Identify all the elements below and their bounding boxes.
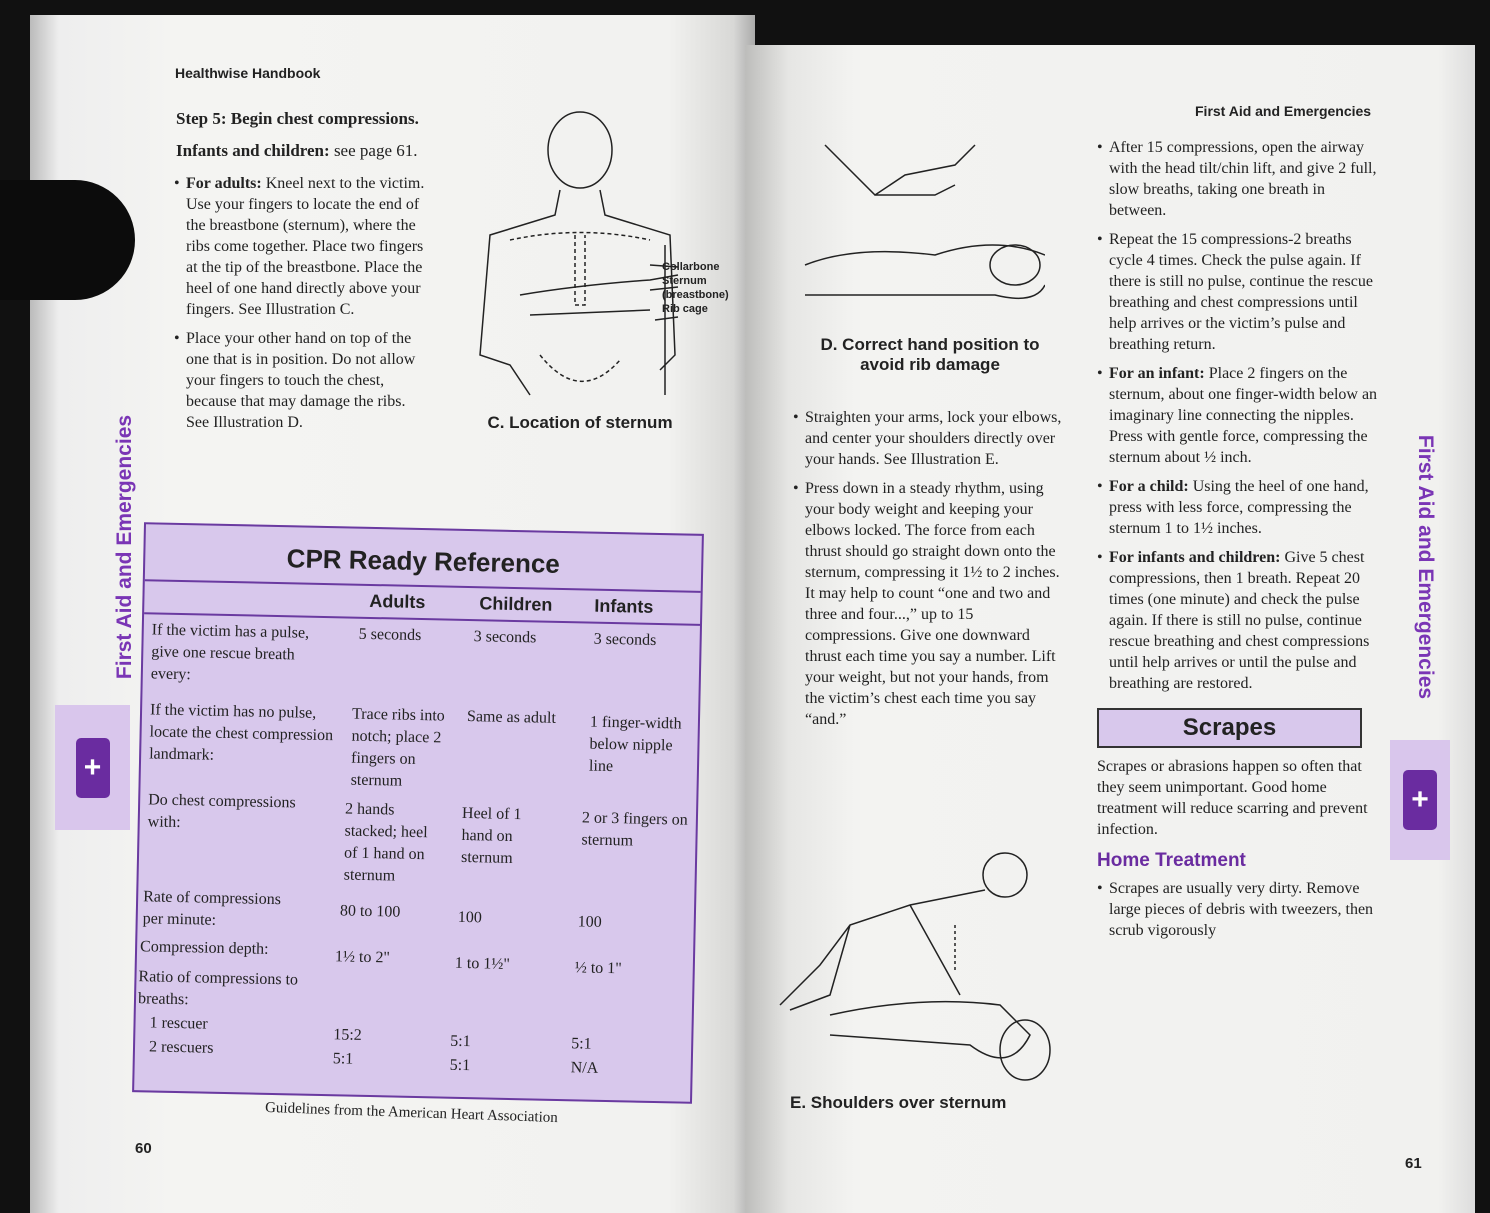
label-sternum: Sternum [662,275,707,287]
bullet: Repeat the 15 compressions-2 breaths cyc… [1097,229,1382,355]
row-label: Ratio of compressions to breaths: [137,968,299,1009]
row-label: Do chest compressions with: [147,791,296,832]
cell: 1 finger-width below nipple line [588,713,682,776]
illustration-labels: Collarbone Sternum (breastbone) Rib cage [662,260,729,316]
cell: 1½ to 2" [334,948,391,967]
bullet-other-hand: Place your other hand on top of the one … [174,328,429,433]
home-treatment-bullet: Scrapes are usually very dirty. Remove l… [1097,878,1382,941]
cell: 5:1 [332,1050,354,1068]
left-page: Healthwise Handbook Step 5: Begin chest … [30,15,755,1213]
label-breastbone: (breastbone) [662,289,729,301]
scrapes-heading: Scrapes [1097,708,1362,748]
row-label: If the victim has no pulse, locate the c… [149,701,334,764]
cell: 100 [577,913,602,931]
cell: 3 seconds [593,630,657,649]
bullet-adults: For adults: Kneel next to the victim. Us… [174,173,429,320]
infants-note-label: Infants and children: [176,141,330,160]
page-number: 61 [1405,1155,1422,1172]
right-page: First Aid and Emergencies D. Correct han… [745,45,1475,1213]
caption-e: E. Shoulders over sternum [790,1093,1007,1112]
infants-note: Infants and children: see page 61. [176,140,418,161]
cell: ½ to 1" [574,959,622,978]
step-heading: Step 5: Begin chest compressions. [176,109,419,128]
cell: Heel of 1 hand on sternum [460,804,522,867]
scrapes-intro: Scrapes or abrasions happen so often tha… [1097,758,1368,838]
cell: 5:1 [449,1056,471,1075]
side-tab: + [1390,740,1450,860]
running-head: First Aid and Emergencies [1195,103,1372,119]
bullet-text: Using the heel of one hand, press with l… [1109,478,1369,537]
right-column: After 15 compressions, open the airway w… [1097,137,1382,941]
cell: Trace ribs into notch; place 2 fingers o… [350,705,445,790]
cell: 1 to 1½" [454,954,511,973]
bullet-text: After 15 compressions, open the airway w… [1109,139,1377,219]
left-bullets: For adults: Kneel next to the victim. Us… [174,173,429,433]
infants-note-text: see page 61. [329,141,418,160]
bullet-text: Give 5 chest compressions, then 1 breath… [1109,549,1370,692]
bullet-lead: For infants and children: [1109,549,1281,566]
running-head: Healthwise Handbook [175,65,321,81]
first-aid-hand-icon: + [75,737,110,798]
row-label: 1 rescuer [149,1014,208,1033]
table-title: CPR Ready Reference [144,524,702,593]
finger-shadow [0,180,135,300]
label-collarbone: Collarbone [662,261,720,273]
table-footer: Guidelines from the American Heart Assoc… [264,1099,559,1127]
cell: 15:2 [333,1026,362,1044]
cell: 80 to 100 [339,902,401,921]
cell: 100 [457,908,482,927]
caption-d: D. Correct hand position to avoid rib da… [820,335,1040,374]
middle-bullet: Straighten your arms, lock your elbows, … [793,407,1063,470]
col-infants: Infants [594,595,654,617]
bullet-text: Place your other hand on top of the one … [186,330,416,431]
middle-bullet: Press down in a steady rhythm, using you… [793,478,1063,730]
cell: 5:1 [571,1035,592,1053]
first-aid-hand-icon: + [1403,770,1437,830]
bullet-child: For a child: Using the heel of one hand,… [1097,476,1382,539]
cell: N/A [570,1059,599,1077]
label-rib-cage: Rib cage [662,303,708,315]
bullet-text: Repeat the 15 compressions-2 breaths cyc… [1109,231,1373,353]
cell: Same as adult [466,708,557,727]
sternum-illustration [479,111,679,396]
cpr-reference-table: CPR Ready Reference Adults Children Infa… [132,522,704,1104]
caption-c: C. Location of sternum [487,413,673,432]
col-children: Children [479,593,553,615]
row-label: 2 rescuers [148,1038,214,1057]
row-label: Rate of compressions per minute: [142,888,282,929]
hand-position-illustration [804,144,1045,300]
row-label: Compression depth: [139,938,269,958]
shoulders-illustration [779,852,1051,1081]
cell: 2 or 3 fingers on sternum [581,809,688,850]
bullet-text: Place 2 fingers on the sternum, about on… [1109,365,1378,466]
bullet: After 15 compressions, open the airway w… [1097,137,1382,221]
bullet-text: Kneel next to the victim. Use your finge… [186,175,425,318]
side-tab-text: First Aid and Emergencies [1414,434,1437,700]
bullet-infant: For an infant: Place 2 fingers on the st… [1097,363,1382,468]
cell: 5:1 [450,1032,471,1051]
bullet-lead: For adults: [186,175,262,192]
bullet-lead: For a child: [1109,478,1189,495]
cell: 3 seconds [473,628,537,647]
bullet-infants-children: For infants and children: Give 5 chest c… [1097,547,1382,694]
middle-column: Straighten your arms, lock your elbows, … [793,407,1063,730]
cell: 5 seconds [358,625,422,645]
col-adults: Adults [369,590,426,613]
side-tab: + [55,705,130,830]
cell: 2 hands stacked; heel of 1 hand on stern… [343,800,428,885]
page-number: 60 [135,1140,152,1157]
home-treatment-heading: Home Treatment [1097,850,1246,871]
row-label: If the victim has a pulse, give one resc… [150,621,310,684]
side-tab-text: First Aid and Emergencies [113,414,136,680]
bullet-lead: For an infant: [1109,365,1205,382]
